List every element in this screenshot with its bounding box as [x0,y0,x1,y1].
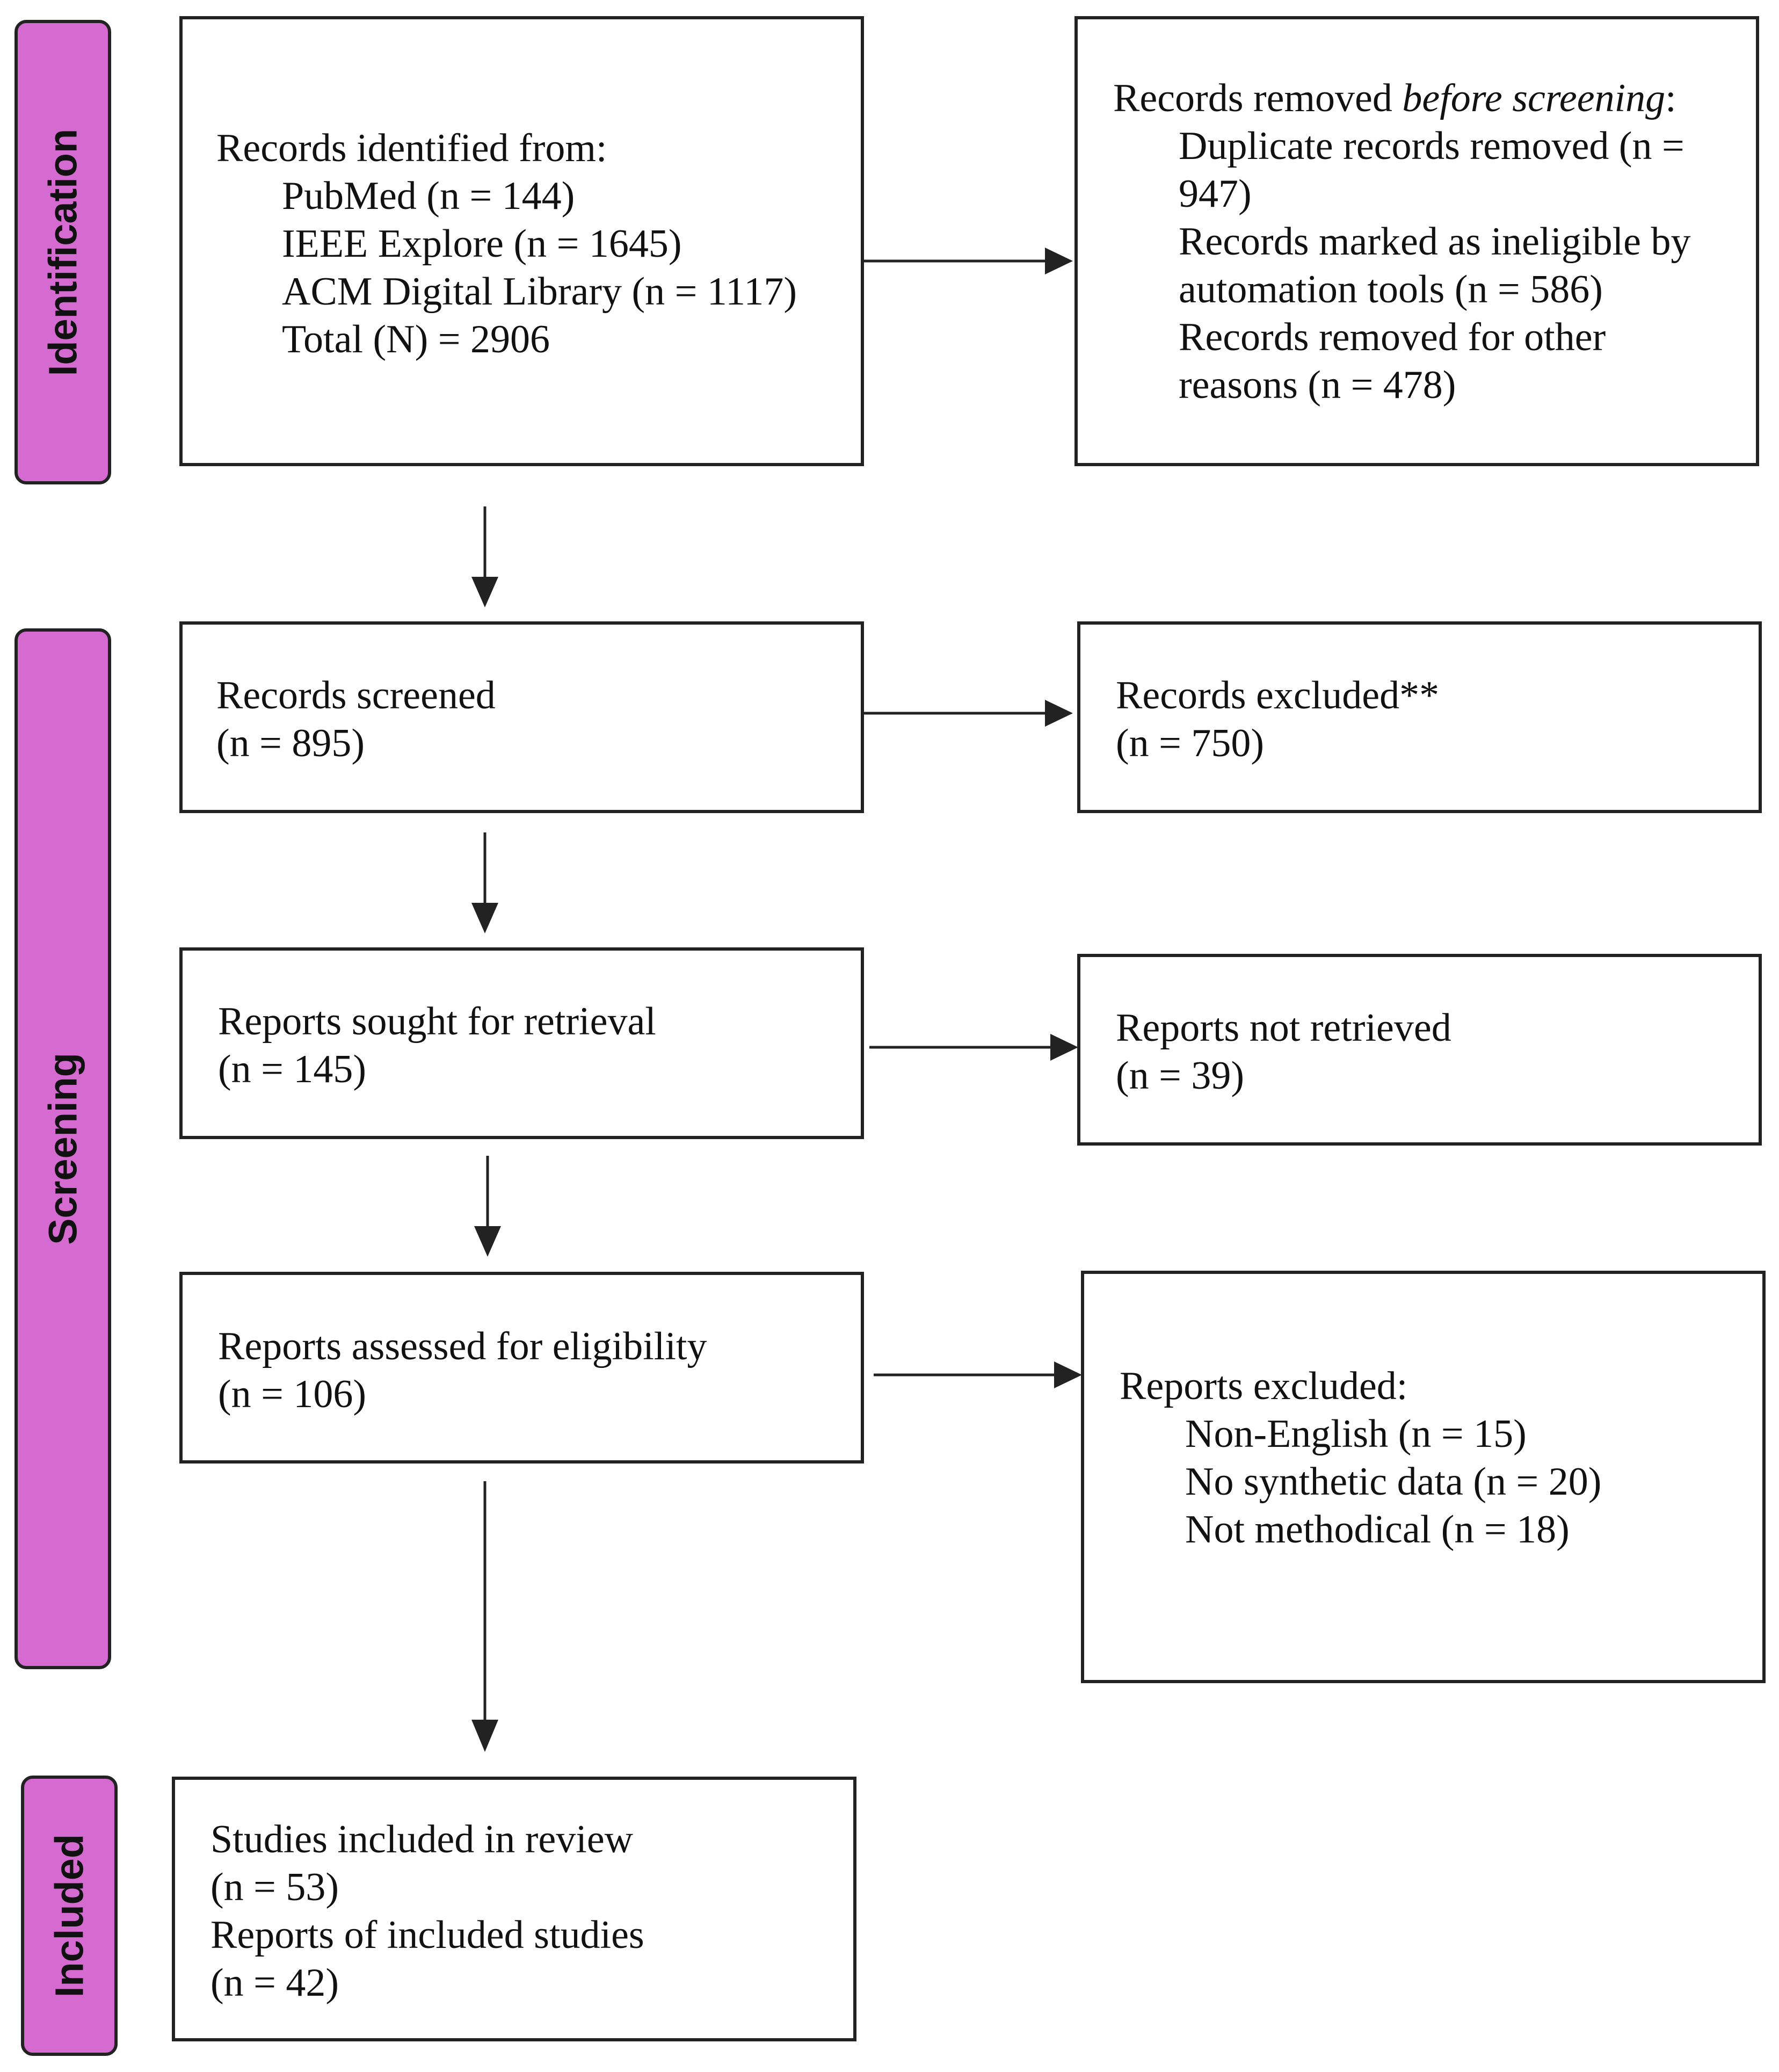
identified-total: Total (N) = 2906 [282,317,550,361]
reports-sought-count: (n = 145) [218,1047,367,1091]
arrowhead-right [1054,1361,1082,1388]
studies-included-count: (n = 53) [210,1865,339,1909]
reports-assessed-text: Reports assessed for eligibility (n = 10… [218,1323,707,1418]
arrowhead-right [1045,700,1073,727]
records-excluded-text: Records excluded** (n = 750) [1116,672,1439,767]
reports-assessed-label: Reports assessed for eligibility [218,1324,707,1368]
records-excluded-box: Records excluded** (n = 750) [1077,621,1762,813]
records-screened-label: Records screened [216,673,496,718]
phase-identification: Identification [14,20,111,484]
reports-excluded-box: Reports excluded: Non-English (n = 15) N… [1081,1271,1766,1683]
records-identified-heading: Records identified from: [216,126,607,170]
reports-excluded-heading: Reports excluded: [1120,1364,1408,1408]
arrowhead-down [471,577,498,607]
records-removed-box: Records removed before screening: Duplic… [1074,16,1759,466]
phase-screening: Screening [14,628,111,1669]
reports-excluded-text: Reports excluded: Non-English (n = 15) N… [1120,1363,1601,1554]
reports-not-retrieved-count: (n = 39) [1116,1054,1245,1098]
arrowhead-down [474,1226,501,1257]
studies-included-box: Studies included in review (n = 53) Repo… [172,1777,856,2041]
records-excluded-label: Records excluded** [1116,673,1440,718]
studies-included-label: Studies included in review [210,1817,634,1861]
arrowhead-down [471,903,498,933]
reports-included-label: Reports of included studies [210,1913,644,1957]
records-removed-heading: Records removed before screening: [1113,76,1676,120]
excluded-non-english: Non-English (n = 15) [1185,1412,1527,1456]
removed-line: 947) [1179,172,1252,216]
removed-line: Records removed for other [1179,315,1606,359]
reports-not-retrieved-text: Reports not retrieved (n = 39) [1116,1004,1451,1100]
records-excluded-count: (n = 750) [1116,721,1265,765]
excluded-no-synthetic: No synthetic data (n = 20) [1185,1460,1602,1504]
records-identified-text: Records identified from: PubMed (n = 144… [216,125,797,364]
records-removed-emphasis: before screening [1402,76,1666,120]
arrowhead-down [471,1720,498,1752]
removed-line: reasons (n = 478) [1179,363,1456,407]
records-screened-box: Records screened (n = 895) [179,621,864,813]
removed-line: Duplicate records removed (n = [1179,124,1684,168]
source-ieee: IEEE Explore (n = 1645) [282,222,682,266]
reports-sought-text: Reports sought for retrieval (n = 145) [218,998,656,1093]
excluded-not-methodical: Not methodical (n = 18) [1185,1508,1570,1552]
studies-included-text: Studies included in review (n = 53) Repo… [210,1816,644,2007]
reports-sought-box: Reports sought for retrieval (n = 145) [179,947,864,1139]
reports-assessed-count: (n = 106) [218,1372,367,1416]
records-identified-box: Records identified from: PubMed (n = 144… [179,16,864,466]
reports-not-retrieved-box: Reports not retrieved (n = 39) [1077,954,1762,1146]
reports-assessed-box: Reports assessed for eligibility (n = 10… [179,1272,864,1464]
records-screened-count: (n = 895) [216,721,365,765]
source-pubmed: PubMed (n = 144) [282,174,575,218]
source-acm: ACM Digital Library (n = 1117) [282,270,797,314]
arrowhead-right [1045,248,1073,274]
reports-included-count: (n = 42) [210,1961,339,2005]
removed-line: Records marked as ineligible by [1179,220,1691,264]
arrowhead-right [1050,1034,1078,1061]
records-screened-text: Records screened (n = 895) [216,672,496,767]
reports-not-retrieved-label: Reports not retrieved [1116,1006,1451,1050]
reports-sought-label: Reports sought for retrieval [218,999,656,1044]
records-removed-text: Records removed before screening: Duplic… [1113,75,1691,409]
phase-included: Included [21,1776,118,2056]
removed-line: automation tools (n = 586) [1179,267,1603,311]
